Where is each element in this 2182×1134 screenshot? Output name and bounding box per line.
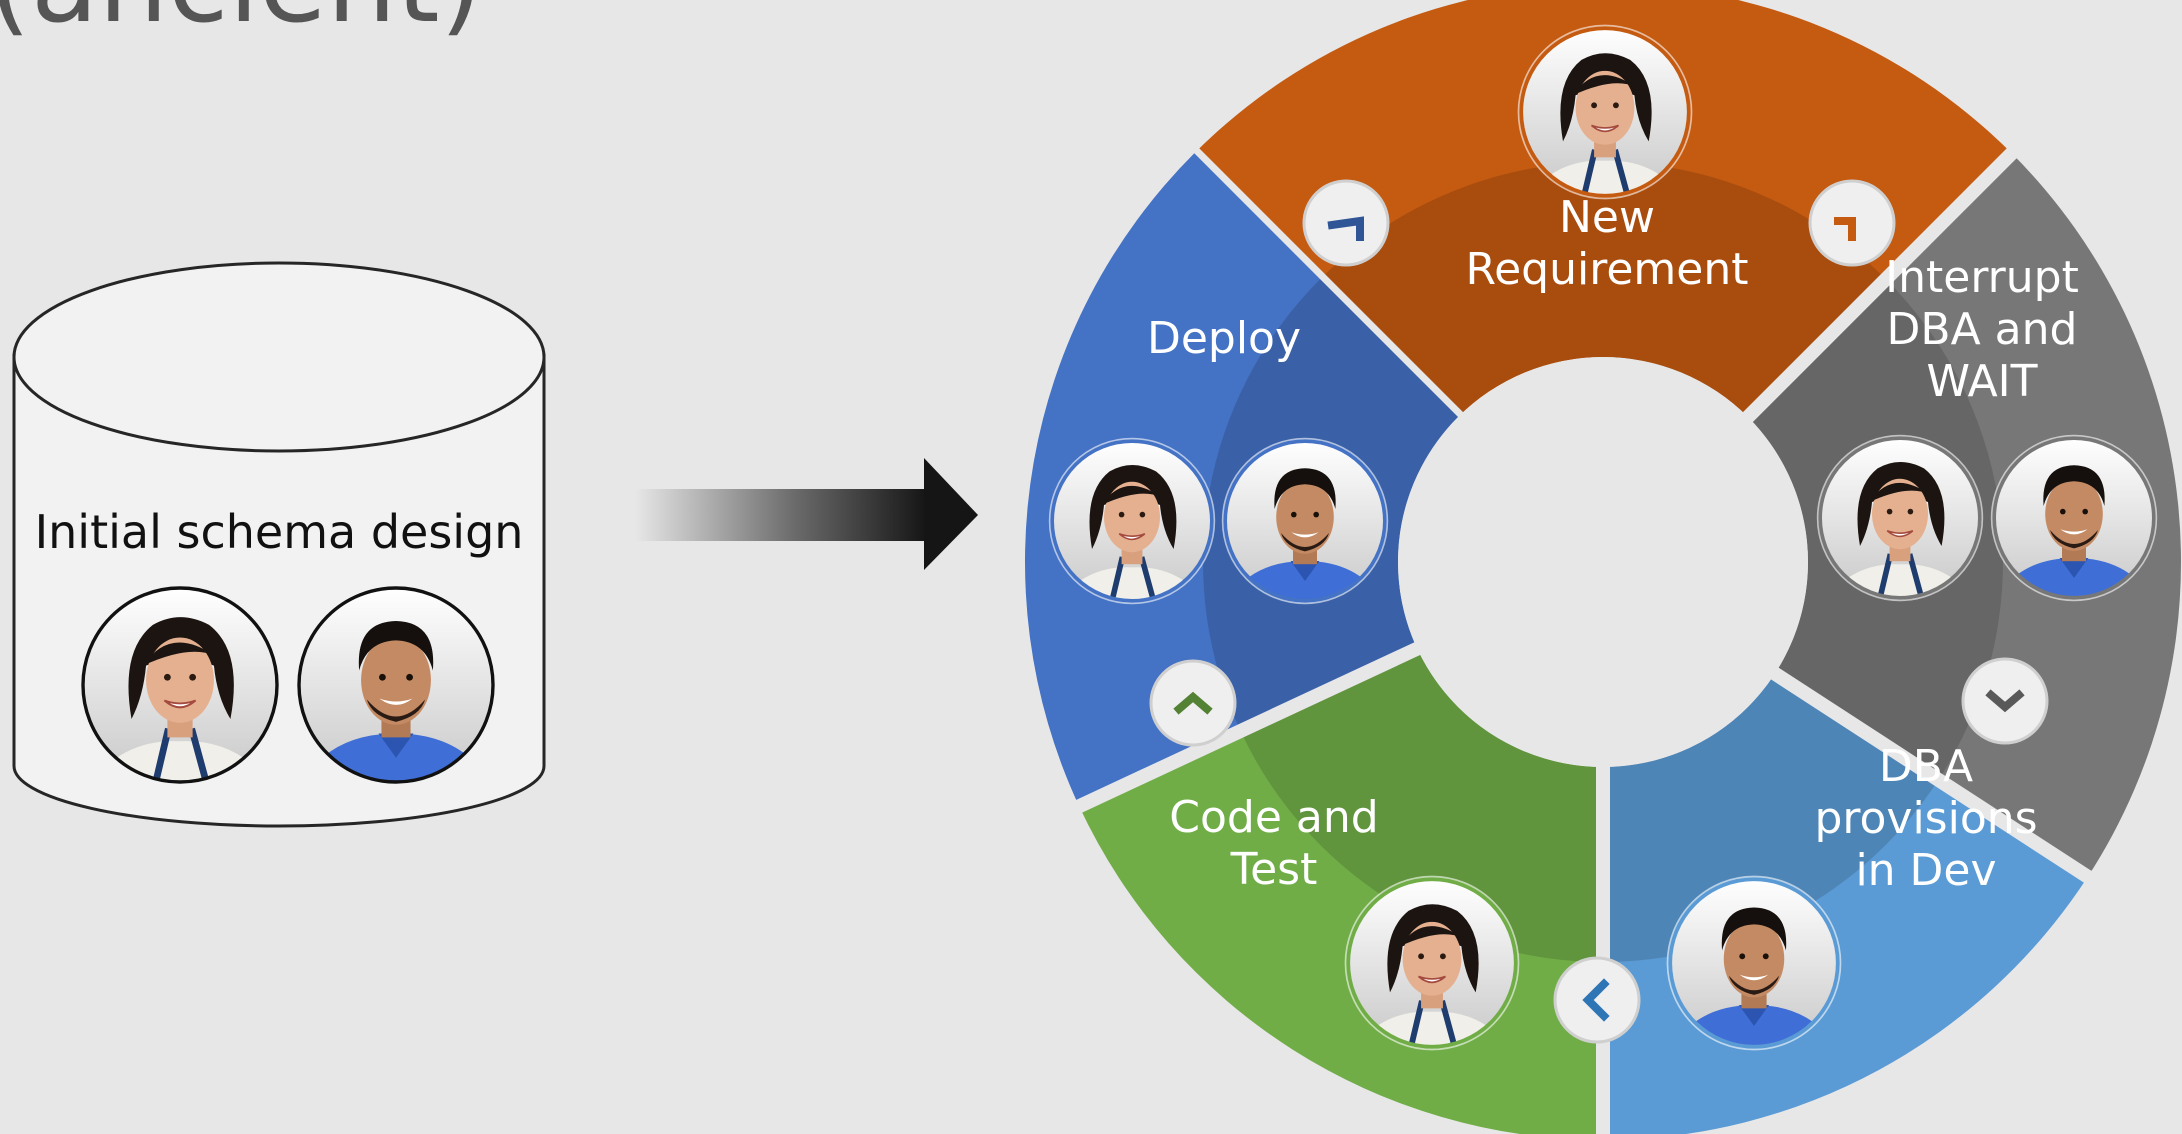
segment-divider (1074, 641, 1422, 814)
database-label: Initial schema design (35, 505, 524, 559)
segment-label-line: Requirement (1466, 244, 1749, 295)
man-avatar-icon (1221, 437, 1389, 605)
segment-label-line: Interrupt (1885, 252, 2079, 303)
woman-avatar-icon (1818, 436, 1983, 602)
segment-label-line: Test (1230, 844, 1318, 895)
cycle-hub (1398, 357, 1808, 767)
segment-label-line: WAIT (1926, 356, 2037, 407)
segment-label-line: in Dev (1855, 845, 1996, 896)
chevron-down-icon (1961, 657, 2049, 745)
segment-label-line: Code and (1169, 792, 1378, 843)
right-arrow-icon (635, 458, 978, 570)
segment-label-line: DBA and (1887, 304, 2078, 355)
woman-avatar-icon (83, 588, 277, 787)
man-avatar-icon (297, 586, 495, 787)
chevron-left-icon (1553, 956, 1641, 1044)
segment-inner-shade (1320, 161, 1886, 418)
chevron-up-icon (1149, 659, 1237, 747)
segment-inner-shade (1603, 673, 1939, 962)
cycle-segment-deploy: Deploy (1025, 153, 1459, 814)
segment-wedge (1194, 0, 2012, 418)
segment-inner-shade (1240, 648, 1603, 962)
man-avatar-icon (1666, 875, 1842, 1051)
segment-label-line: provisions (1814, 793, 2037, 844)
segment-label-line: Deploy (1147, 313, 1301, 364)
chevron-right-icon (1808, 179, 1896, 267)
woman-avatar-icon (1050, 439, 1215, 605)
slide-title: (ancient) (0, 0, 483, 38)
woman-avatar-icon (1518, 25, 1691, 200)
chevron-up-right-icon (1302, 179, 1390, 267)
database-cylinder: Initial schema design (12, 261, 546, 826)
segment-divider (1769, 666, 2094, 884)
segment-label-line: DBA (1879, 741, 1973, 792)
woman-avatar-icon (1345, 876, 1518, 1051)
segment-label-line: New (1559, 192, 1655, 243)
segment-divider (1741, 146, 2019, 424)
man-avatar-icon (1990, 434, 2158, 602)
